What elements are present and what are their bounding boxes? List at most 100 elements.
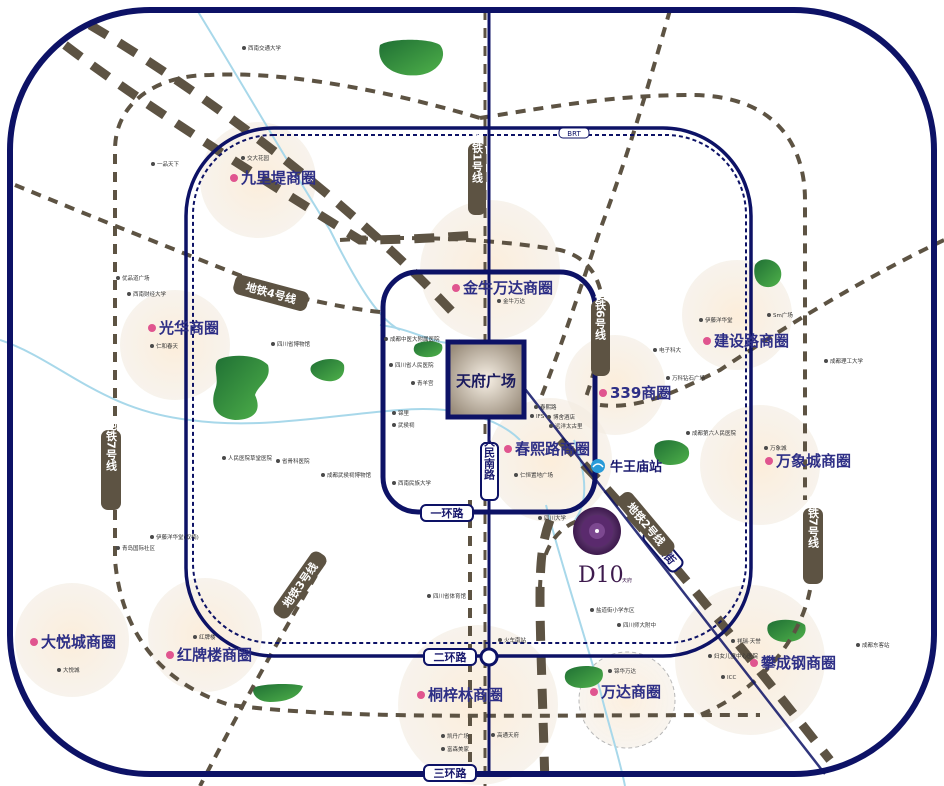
poi-label: 西南民族大学 [398,479,432,487]
metro-label-line3[interactable]: 地铁3号线 [271,549,329,622]
poi-label: 火车南站 [504,636,527,644]
poi-dayuecheng-poi[interactable]: 大悦城 [57,666,80,674]
district-jiansheluu[interactable]: 建设路商圈 [703,332,789,350]
district-dot-icon [590,688,598,696]
poi-sc-museum[interactable]: 四川省博物馆 [271,340,311,348]
district-tongzilin[interactable]: 桐梓林商圈 [417,686,503,704]
poi-sichuan-univ[interactable]: 四川大学 [538,514,567,522]
metro-label-line1-bg [468,143,486,215]
poi-marker-icon [538,516,542,520]
poi-jinhua-wanda[interactable]: 锦华万达 [608,667,637,675]
poi-chunxi-road[interactable]: 春熙路 [534,403,557,411]
poi-ifs[interactable]: IFS [530,414,545,420]
poi-south-station[interactable]: 火车南站 [498,636,527,644]
poi-label: 盐道街小学东区 [596,606,635,614]
metro-label-line1[interactable]: 地铁1号线 [468,130,486,215]
poi-women-children[interactable]: 妇女儿童中心医院 [708,652,759,660]
halo-tongzilin [398,625,558,785]
poi-taikoo[interactable]: 远洋太古里 [549,422,583,430]
poi-qintai[interactable]: 锦里 [392,409,410,417]
poi-mixc[interactable]: 万象城 [764,444,787,452]
metro-label-line7-west-text: 地铁7号线 [105,418,118,472]
poi-sixth-hospital[interactable]: 成都第六人民医院 [686,429,737,437]
poi-jiaxi[interactable]: 富森美家 [441,745,470,753]
poi-uestc[interactable]: 电子科大 [653,346,682,354]
poi-sc-people-hospital[interactable]: 四川省人民医院 [389,361,434,369]
poi-wuhou-museum[interactable]: 成都武侯祠博物馆 [321,471,372,479]
district-339[interactable]: 339商圈 [599,384,671,402]
poi-cdut[interactable]: 成都理工大学 [824,357,864,365]
halo-dayuecheng [15,583,129,697]
tianfu-square[interactable]: 天府广场 [445,339,527,420]
poi-renheng[interactable]: 仁恒置地广场 [514,471,554,479]
road-label-ring3[interactable]: 三环路 [423,764,477,782]
poi-yili-academy[interactable]: 伊藤洋华堂 [699,316,733,324]
metro-label-line7-east-text: 地铁7号线 [807,495,820,549]
poi-marker-icon [392,481,396,485]
poi-sc-stadium[interactable]: 四川省体育馆 [427,592,467,600]
district-panchenggang[interactable]: 攀成钢商圈 [750,654,836,672]
district-dayuecheng[interactable]: 大悦城商圈 [30,633,116,651]
district-label: 春熙路商圈 [515,440,590,458]
poi-jiaoda-garden[interactable]: 交大花园 [241,154,270,162]
poi-marker-icon [498,638,502,642]
project-d10[interactable]: D10 天府 [573,507,632,588]
district-jinniu-wanda[interactable]: 金牛万达商圈 [452,279,553,297]
poi-marker-icon [150,535,154,539]
poi-marker-icon [686,431,690,435]
metro-label-line7-east-bg [803,508,823,584]
poi-renhe[interactable]: 仁和春天 [150,342,179,350]
poi-minzu-univ[interactable]: 西南民族大学 [392,479,432,487]
poi-sm-plaza[interactable]: Sm广场 [767,311,793,319]
district-hongpailou[interactable]: 红牌楼商圈 [166,646,252,664]
poi-marker-icon [617,623,621,627]
poi-marker-icon [767,313,771,317]
district-guanghua[interactable]: 光华商圈 [148,319,219,337]
pois: 西南交通大学一品天下交大花园金牛万达西南财经大学优品道广场仁和春天四川省博物馆成… [57,44,890,753]
poi-gaotong[interactable]: 高通天府 [491,731,520,739]
poi-swjtu[interactable]: 西南交通大学 [242,44,282,52]
road-label-ring1[interactable]: 一环路 [420,504,474,522]
poi-boshe-hotel[interactable]: 博舍酒店 [547,413,576,421]
station-niuwangmiao[interactable]: 牛王庙站 [591,459,662,475]
poi-jinniu-wanda-poi[interactable]: 金牛万达 [497,297,526,305]
poi-tcm-hospital[interactable]: 成都中医大附属医院 [384,335,440,343]
poi-vanke-diamond[interactable]: 万科钻石广场 [666,374,706,382]
poi-kaide[interactable]: 凯丹广场 [441,732,470,740]
poi-hongpailou-poi[interactable]: 红牌楼 [193,633,216,641]
poi-scu-high[interactable]: 四川师大附中 [617,621,656,629]
metro-label-line4[interactable]: 地铁4号线 [232,274,311,313]
district-jiulidi[interactable]: 九里堤商圈 [230,169,316,187]
poi-people-hospital-caotang[interactable]: 人民医院草堂医院 [222,454,273,462]
metro-label-line6[interactable]: 地铁6号线 [591,287,610,376]
poi-marker-icon [392,423,396,427]
poi-hualong[interactable]: 祥瑞·天誉 [731,637,761,645]
poi-icc[interactable]: ICC [721,675,736,681]
metro-label-line2[interactable]: 地铁2号线 [615,489,678,559]
district-label: 红牌楼商圈 [177,646,252,664]
river-north [196,9,401,331]
poi-xicai[interactable]: 西南财经大学 [127,290,167,298]
street-label-renmin[interactable]: 人民南路 [480,435,499,501]
district-chunxilu[interactable]: 春熙路商圈 [504,440,590,458]
poi-qingyanggong[interactable]: 青羊宫 [411,379,434,387]
poi-youpinpark[interactable]: 优品道广场 [116,274,150,282]
road-label-ring2[interactable]: 二环路 [423,647,499,667]
district-wanda[interactable]: 万达商圈 [590,683,661,701]
poi-orthopedic[interactable]: 省骨科医院 [276,457,310,465]
district-wanxiangcheng[interactable]: 万象城商圈 [765,452,851,470]
poi-label: 四川省体育馆 [433,592,467,600]
poi-east-station[interactable]: 成都东客站 [856,641,890,649]
metro-label-line7-west[interactable]: 地铁7号线 [101,418,121,510]
poi-label: 四川省博物馆 [277,340,311,348]
metro-label-line7-east[interactable]: 地铁7号线 [803,495,823,584]
poi-yili-shuangnan[interactable]: 伊藤洋华堂(双楠) [150,533,199,541]
poi-wuhouci[interactable]: 武侯祠 [392,421,415,429]
poi-yandaoj[interactable]: 盐道街小学东区 [590,606,635,614]
poi-qingyang-intl[interactable]: 青岛国际社区 [116,544,156,552]
poi-marker-icon [384,337,388,341]
poi-marker-icon [731,639,735,643]
brt-ring [192,134,747,644]
poi-yipintianxia[interactable]: 一品天下 [151,161,180,168]
road-label-brt[interactable]: BRT [558,127,590,139]
